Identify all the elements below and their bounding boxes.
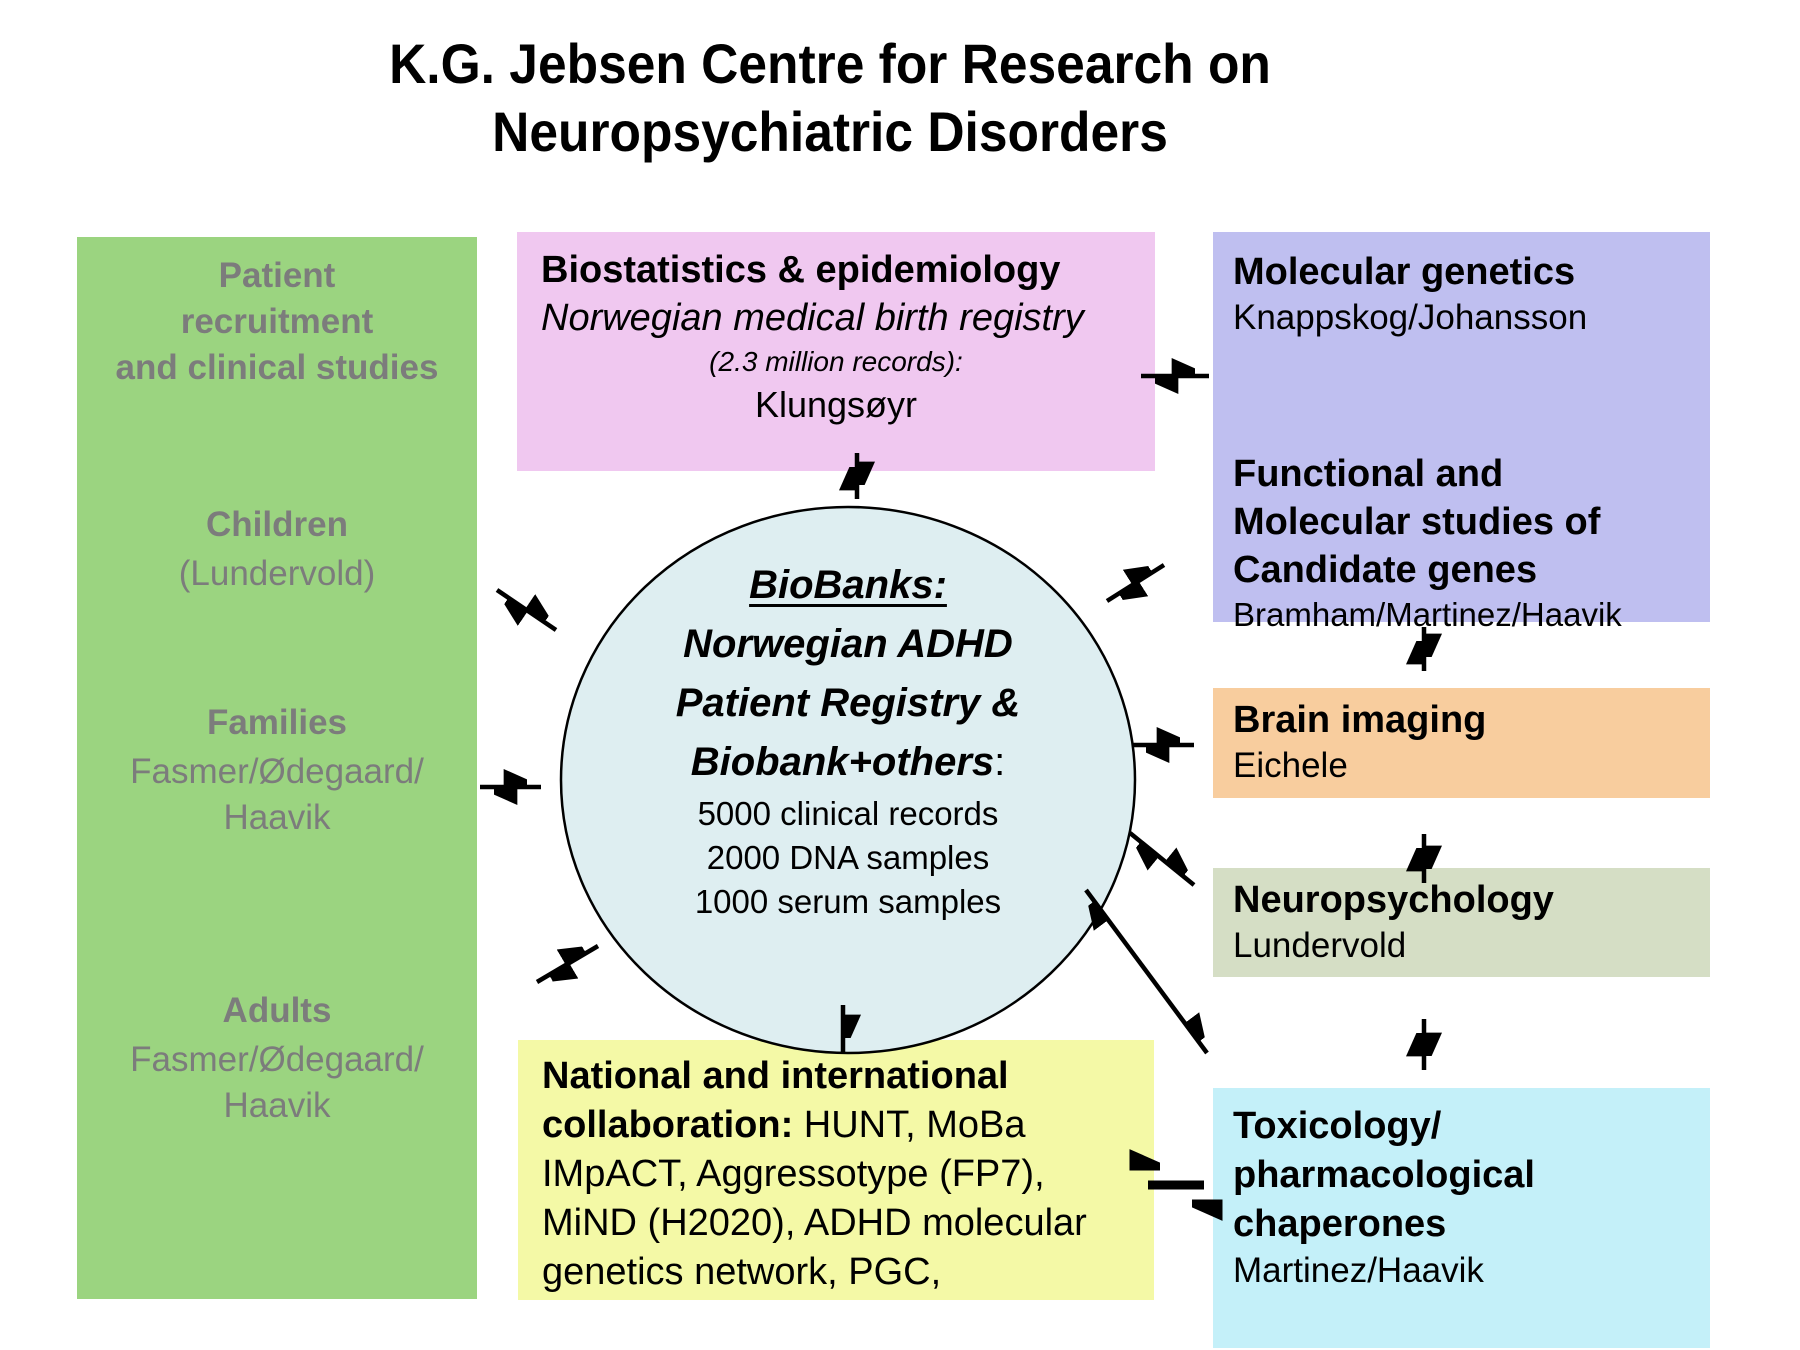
- page-title: K.G. Jebsen Centre for Research on Neuro…: [66, 30, 1593, 166]
- collaboration-text: National and international collaboration…: [542, 1052, 1138, 1297]
- biobank-ellipse-text: BioBanks: Norwegian ADHD Patient Registr…: [593, 556, 1103, 924]
- families-title: Families: [206, 703, 348, 742]
- collaboration-title: National and international collaboration…: [542, 1055, 1009, 1146]
- adults-people-line2: Haavik: [223, 1086, 331, 1125]
- group-adults: Adults Fasmer/Ødegaard/ Haavik: [77, 985, 477, 1129]
- brain-imaging-person: Eichele: [1233, 746, 1348, 785]
- molecular-genetics-title: Molecular genetics: [1233, 251, 1576, 293]
- children-title: Children: [206, 505, 348, 544]
- toxicology-box: Toxicology/ pharmacological chaperones M…: [1213, 1088, 1710, 1348]
- collaboration-box: National and international collaboration…: [518, 1040, 1154, 1300]
- patient-recruitment-header: Patient recruitment and clinical studies: [77, 237, 477, 391]
- families-people-line1: Fasmer/Ødegaard/: [130, 752, 424, 791]
- biostatistics-records: (2.3 million records):: [709, 346, 963, 377]
- biobanks-stat1: 5000 clinical records: [697, 795, 999, 832]
- patient-recruitment-box: Patient recruitment and clinical studies…: [77, 237, 477, 1299]
- group-children: Children (Lundervold): [77, 499, 477, 597]
- families-people-line2: Haavik: [223, 798, 331, 837]
- biobanks-line3-bold: Biobank+others: [690, 740, 995, 784]
- arrow-recruit-biobank-lower: [535, 944, 600, 984]
- biobanks-stat2: 2000 DNA samples: [706, 839, 990, 876]
- toxicology-title: Toxicology/ pharmacological chaperones: [1233, 1105, 1535, 1245]
- arrow-recruit-biobank-upper: [495, 588, 558, 632]
- biostatistics-subtitle: Norwegian medical birth registry: [541, 297, 1084, 339]
- biobanks-stat3: 1000 serum samples: [694, 883, 1002, 920]
- biobanks-heading: BioBanks:: [749, 563, 947, 607]
- toxicology-person: Martinez/Haavik: [1233, 1251, 1484, 1290]
- recruitment-header-line2: recruitment: [180, 302, 374, 341]
- collaboration-partners: HUNT, MoBa IMpACT, Aggressotype (FP7), M…: [542, 1104, 1087, 1293]
- adults-title: Adults: [222, 991, 332, 1030]
- genetics-box: Molecular genetics Knappskog/Johansson F…: [1213, 232, 1710, 633]
- brain-imaging-title: Brain imaging: [1233, 699, 1487, 741]
- children-people: (Lundervold): [178, 554, 376, 593]
- biostatistics-title: Biostatistics & epidemiology: [541, 249, 1061, 291]
- functional-studies-people: Bramham/Martinez/Haavik: [1233, 596, 1622, 633]
- neuropsychology-title: Neuropsychology: [1233, 879, 1554, 921]
- arrow-biobank-neuropsych: [1130, 831, 1194, 887]
- biobanks-line1: Norwegian ADHD: [683, 622, 1013, 666]
- molecular-genetics-people: Knappskog/Johansson: [1233, 298, 1588, 337]
- biobanks-line3-colon: :: [994, 740, 1006, 784]
- recruitment-header-line3: and clinical studies: [115, 348, 439, 387]
- molecular-genetics-block: Molecular genetics Knappskog/Johansson: [1213, 232, 1710, 340]
- brain-imaging-box: Brain imaging Eichele: [1213, 688, 1710, 798]
- functional-studies-block: Functional and Molecular studies of Cand…: [1233, 450, 1682, 636]
- recruitment-header-line1: Patient: [218, 256, 336, 295]
- functional-studies-title: Functional and Molecular studies of Cand…: [1233, 453, 1601, 591]
- neuropsychology-box: Neuropsychology Lundervold: [1213, 868, 1710, 977]
- adults-people-line1: Fasmer/Ødegaard/: [130, 1040, 424, 1079]
- arrow-biobank-toxicology: [1086, 888, 1207, 1055]
- neuropsychology-person: Lundervold: [1233, 926, 1407, 965]
- group-families: Families Fasmer/Ødegaard/ Haavik: [77, 697, 477, 841]
- arrow-biobank-functional: [1105, 563, 1166, 603]
- biostatistics-person: Klungsøyr: [754, 384, 918, 425]
- biobanks-line3: Biobank+others:: [593, 733, 1103, 792]
- title-line2: Neuropsychiatric Disorders: [492, 100, 1168, 163]
- title-line1: K.G. Jebsen Centre for Research on: [389, 32, 1271, 95]
- biobanks-line2: Patient Registry &: [675, 681, 1021, 725]
- biostatistics-box: Biostatistics & epidemiology Norwegian m…: [517, 232, 1155, 471]
